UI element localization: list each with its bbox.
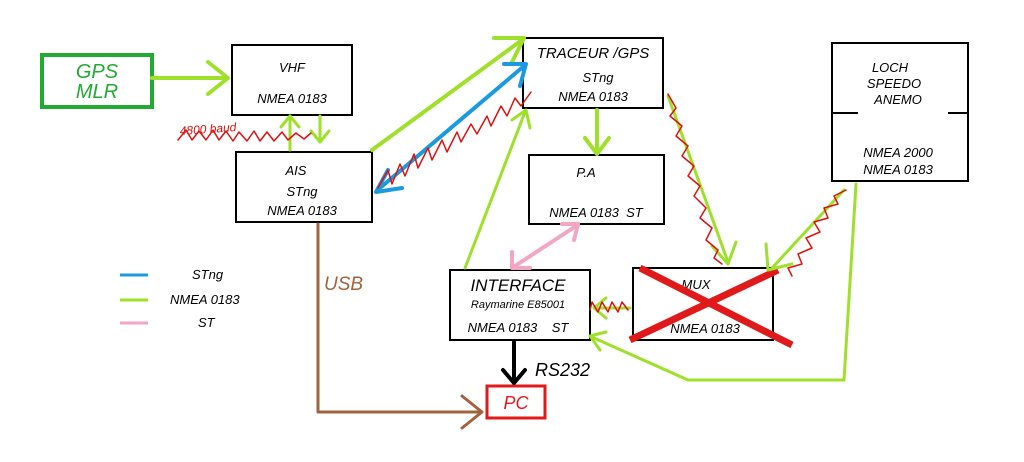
legend-item-nmea0183: NMEA 0183 bbox=[120, 292, 240, 307]
edge-interface-to-traceur bbox=[463, 108, 532, 270]
edge-traceur-to-pa bbox=[583, 108, 611, 156]
interface-node: INTERFACE Raymarine E85001 NMEA 0183 ST bbox=[449, 269, 591, 341]
pc-node: PC bbox=[485, 384, 547, 420]
rs232-label: RS232 bbox=[535, 360, 590, 380]
mlr-label: MLR bbox=[76, 81, 118, 103]
ais-title: AIS bbox=[285, 163, 307, 178]
traceur-mux-scribble bbox=[667, 93, 723, 265]
ais-protocol-nmea: NMEA 0183 bbox=[267, 203, 337, 218]
speedo-label: SPEEDO bbox=[867, 76, 921, 91]
edge-interface-to-pc-rs232 bbox=[501, 340, 527, 385]
edge-traceur-to-mux bbox=[666, 94, 738, 266]
baud-label: 4800 baud bbox=[179, 120, 237, 138]
edge-gps-to-vhf bbox=[150, 60, 230, 96]
edge-ais-to-traceur-nmea bbox=[370, 36, 526, 152]
traceur-gps-node: TRACEUR /GPS STng NMEA 0183 bbox=[522, 37, 664, 109]
legend-label-st: ST bbox=[198, 315, 216, 330]
legend: STng NMEA 0183 ST bbox=[120, 267, 240, 330]
vhf-node: VHF NMEA 0183 bbox=[231, 44, 353, 116]
ais-node: AIS STng NMEA 0183 bbox=[235, 151, 373, 223]
ais-protocol-stng: STng bbox=[286, 184, 318, 199]
loch-speedo-anemo-node: LOCH SPEEDO ANEMO NMEA 2000 NMEA 0183 bbox=[831, 42, 969, 182]
gps-label: GPS bbox=[76, 61, 119, 83]
gps-mlr-node: GPS MLR bbox=[40, 53, 154, 109]
vhf-title: VHF bbox=[279, 60, 306, 75]
interface-model: Raymarine E85001 bbox=[471, 299, 565, 311]
vhf-protocol: NMEA 0183 bbox=[257, 91, 327, 106]
legend-item-stng: STng bbox=[120, 267, 224, 282]
loch-protocol-0183: NMEA 0183 bbox=[863, 162, 933, 177]
baud-scribble bbox=[177, 129, 312, 142]
legend-label-nmea0183: NMEA 0183 bbox=[170, 292, 240, 307]
mux-title: MUX bbox=[682, 277, 712, 292]
mux-node: MUX NMEA 0183 bbox=[628, 264, 794, 349]
pc-title: PC bbox=[503, 393, 529, 413]
edge-ais-to-pc-usb bbox=[316, 222, 484, 430]
interface-title: INTERFACE bbox=[470, 276, 566, 295]
vhf-box bbox=[231, 44, 353, 116]
edge-ais-traceur-stng bbox=[374, 62, 528, 194]
interface-protocol: NMEA 0183 ST bbox=[468, 320, 570, 335]
pa-node: P.A NMEA 0183 ST bbox=[528, 154, 665, 225]
pa-box bbox=[528, 154, 665, 225]
loch-label: LOCH bbox=[872, 60, 909, 75]
legend-label-stng: STng bbox=[192, 267, 224, 282]
edge-loch-to-interface bbox=[588, 182, 858, 382]
traceur-box bbox=[522, 37, 664, 109]
mux-protocol: NMEA 0183 bbox=[670, 321, 740, 336]
edge-vhf-ais bbox=[279, 114, 331, 152]
pa-title: P.A bbox=[576, 165, 595, 180]
mux-cross-line-2 bbox=[628, 266, 780, 344]
gps-mlr-box bbox=[40, 53, 154, 109]
loch-protocol-2000: NMEA 2000 bbox=[863, 145, 933, 160]
loch-mux-scribble bbox=[787, 189, 847, 277]
pc-box bbox=[485, 384, 547, 420]
ais-traceur-scribble bbox=[377, 91, 532, 189]
mux-cross-line-1 bbox=[638, 264, 794, 349]
legend-item-st: ST bbox=[120, 315, 216, 330]
usb-label: USB bbox=[324, 274, 363, 295]
traceur-protocol-nmea: NMEA 0183 bbox=[558, 89, 628, 104]
interface-box bbox=[449, 269, 591, 341]
traceur-protocol-stng: STng bbox=[582, 70, 614, 85]
edge-interface-pa-st bbox=[510, 222, 580, 270]
anemo-label: ANEMO bbox=[873, 92, 922, 107]
ais-box bbox=[235, 151, 373, 223]
edge-loch-to-mux bbox=[764, 188, 846, 272]
traceur-title: TRACEUR /GPS bbox=[537, 45, 650, 62]
pa-protocol: NMEA 0183 ST bbox=[549, 205, 644, 220]
mux-interface-scribble bbox=[589, 301, 629, 313]
